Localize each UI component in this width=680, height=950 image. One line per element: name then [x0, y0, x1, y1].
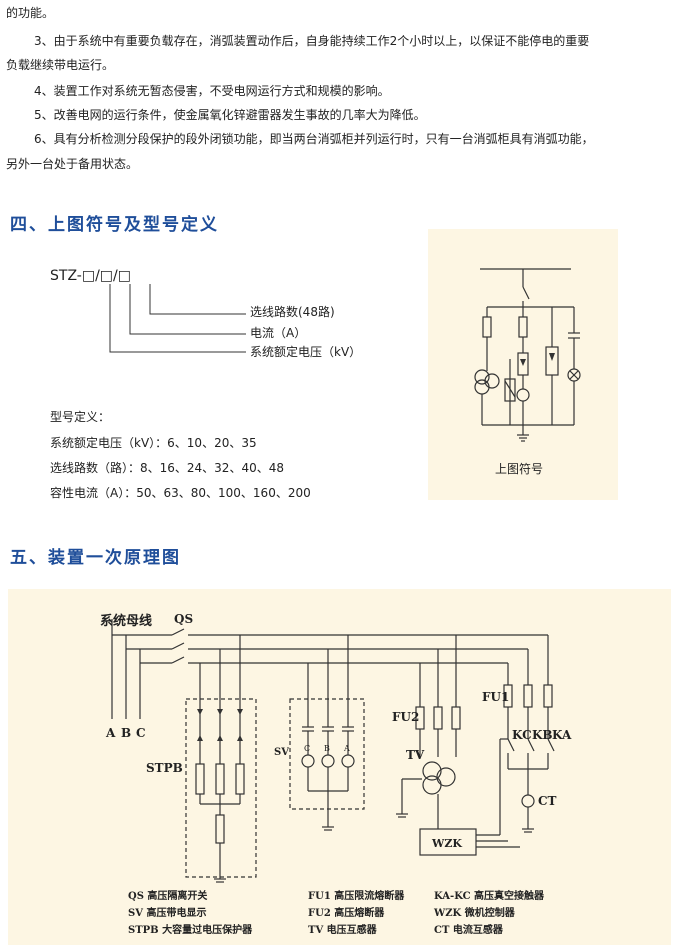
sv-phase-label: C: [304, 744, 310, 753]
phase-a-label: A: [105, 726, 116, 740]
tv-label: TV: [406, 748, 425, 762]
legend-item: WZK 微机控制器: [433, 906, 516, 919]
intro-line: 6、具有分析检测分段保护的段外闭锁功能，即当两台消弧柜并列运行时，只有一台消弧柜…: [34, 132, 594, 146]
schematic-panel: 系统母线 QS A B C STPB SV C B A FU2 FU1 TV K…: [8, 589, 671, 945]
def-lines: 选线路数（路）：8、16、24、32、40、48: [50, 461, 284, 475]
model-field-lines: 选线路数(48路): [250, 305, 335, 319]
legend-item: STPB 大容量过电压保护器: [128, 923, 253, 936]
def-voltage: 系统额定电压（kV）：6、10、20、35: [50, 436, 257, 450]
intro-line: 3、由于系统中有重要负载存在，消弧装置动作后，自身能持续工作2个小时以上，以保证…: [34, 34, 590, 48]
kb-label: KB: [532, 728, 553, 742]
legend-item: FU2 高压熔断器: [308, 906, 385, 919]
kc-label: KC: [512, 728, 532, 742]
symbol-panel: [428, 229, 618, 500]
sv-phase-label: B: [324, 744, 330, 753]
intro-line: 4、装置工作对系统无暂态侵害，不受电网运行方式和规模的影响。: [34, 84, 390, 98]
fu2-label: FU2: [392, 710, 419, 724]
symbol-diagram: [474, 268, 581, 442]
model-field-current: 电流（A）: [250, 326, 307, 340]
fu1-label: FU1: [482, 690, 509, 704]
ct-label: CT: [538, 794, 557, 808]
phase-b-label: B: [121, 726, 131, 740]
legend-item: FU1 高压限流熔断器: [308, 889, 405, 902]
schematic-diagram: 系统母线 QS A B C STPB SV C B A FU2 FU1 TV K…: [100, 612, 572, 936]
intro-line: 负载继续带电运行。: [6, 58, 115, 72]
ka-label: KA: [552, 728, 572, 742]
intro-line: 5、改善电网的运行条件，使金属氧化锌避雷器发生事故的几率大为降低。: [34, 108, 426, 122]
bus-label: 系统母线: [100, 613, 152, 629]
symbol-caption: 上图符号: [495, 462, 544, 476]
model-code: STZ-□/□/□: [50, 268, 131, 284]
sv-phase-label: A: [343, 744, 350, 753]
def-current: 容性电流（A）：50、63、80、100、160、200: [50, 486, 311, 500]
sv-label: SV: [274, 747, 289, 758]
stpb-label: STPB: [146, 761, 183, 775]
legend-item: CT 电流互感器: [434, 923, 504, 936]
model-field-voltage: 系统额定电压（kV）: [250, 345, 362, 359]
legend-item: SV 高压带电显示: [128, 906, 206, 919]
qs-label: QS: [174, 612, 193, 626]
legend-item: QS 高压隔离开关: [128, 889, 207, 902]
phase-c-label: C: [136, 726, 146, 740]
def-title: 型号定义：: [50, 410, 111, 424]
section-heading: 四、上图符号及型号定义: [10, 215, 219, 235]
intro-line: 的功能。: [6, 6, 55, 20]
legend-item: KA-KC 高压真空接触器: [434, 889, 545, 902]
wzk-label: WZK: [431, 837, 462, 850]
section-heading: 五、装置一次原理图: [10, 548, 181, 568]
legend-item: TV 电压互感器: [308, 923, 378, 936]
intro-line: 另外一台处于备用状态。: [6, 157, 139, 171]
